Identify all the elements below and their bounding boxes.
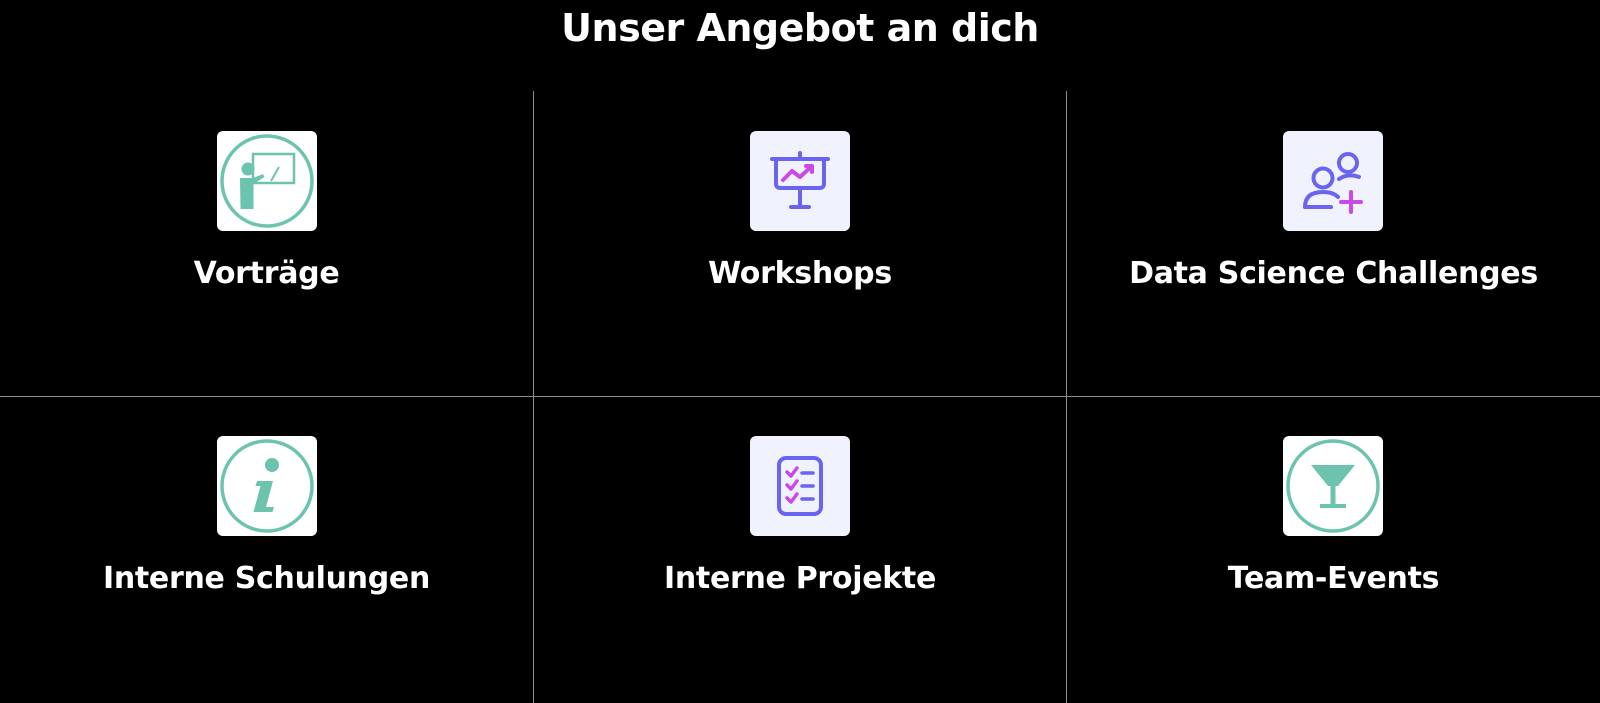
offer-card-interne-projekte: Interne Projekte <box>534 397 1066 703</box>
users-add-icon <box>1283 131 1383 231</box>
presentation-chart-icon <box>750 131 850 231</box>
offer-card-team-events: Team-Events <box>1067 397 1600 703</box>
cocktail-glass-icon <box>1283 436 1383 536</box>
offer-label: Workshops <box>708 256 892 291</box>
page-title: Unser Angebot an dich <box>561 6 1039 50</box>
presenter-icon <box>217 131 317 231</box>
offer-card-interne-schulungen: Interne Schulungen <box>0 397 533 703</box>
offer-card-data-science-challenges: Data Science Challenges <box>1067 91 1600 396</box>
offer-grid: Vorträge Workshops <box>0 91 1600 703</box>
offer-label: Vorträge <box>193 256 340 291</box>
offer-label: Data Science Challenges <box>1129 256 1538 291</box>
horizontal-divider <box>0 396 1600 397</box>
offer-card-vortraege: Vorträge <box>0 91 533 396</box>
checklist-icon <box>750 436 850 536</box>
vertical-divider <box>533 91 534 703</box>
offer-card-workshops: Workshops <box>534 91 1066 396</box>
offer-label: Interne Schulungen <box>102 561 431 596</box>
offer-label: Interne Projekte <box>663 561 936 596</box>
offer-label: Team-Events <box>1227 561 1440 596</box>
info-icon <box>217 436 317 536</box>
vertical-divider <box>1066 91 1067 703</box>
